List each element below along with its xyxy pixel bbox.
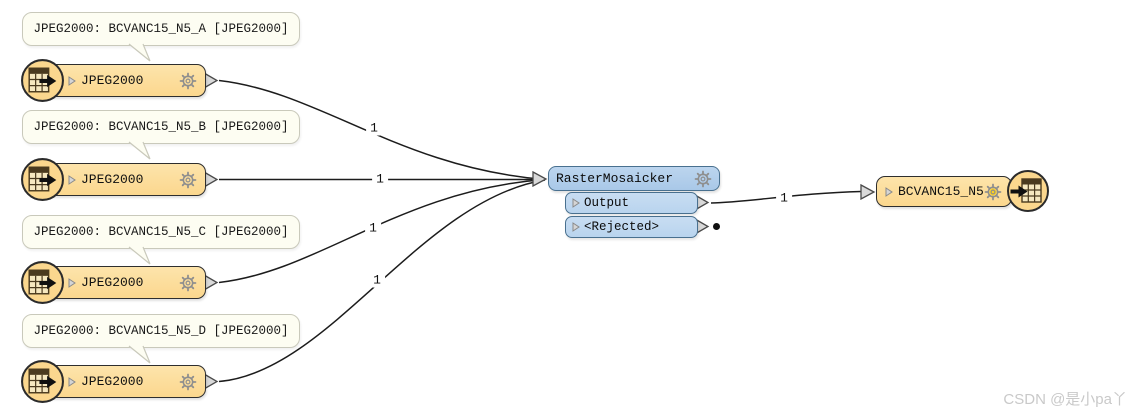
gear-icon[interactable]: [179, 72, 197, 90]
watermark-text: CSDN @是小pa丫: [1003, 391, 1127, 408]
port-arrow-icon: [572, 222, 580, 232]
annotation-text: JPEG2000: BCVANC15_N5_B [JPEG2000]: [33, 120, 289, 134]
feature-count-label: 1: [776, 190, 792, 206]
reader-node[interactable]: JPEG2000: [40, 365, 206, 398]
transformer-port-output[interactable]: Output: [565, 192, 698, 214]
feature-count-label: 1: [372, 171, 388, 187]
gear-icon[interactable]: [179, 373, 197, 391]
annotation-text: JPEG2000: BCVANC15_N5_C [JPEG2000]: [33, 225, 289, 239]
annotation-tail: [128, 246, 151, 265]
port-label: <Rejected>: [584, 220, 660, 234]
feature-count-label: 1: [366, 120, 382, 136]
port-arrow-icon: [885, 187, 893, 197]
port-label: Output: [584, 196, 630, 210]
writer-table-icon[interactable]: [1006, 169, 1050, 213]
reader-table-icon[interactable]: [20, 157, 65, 202]
annotation-bubble[interactable]: JPEG2000: BCVANC15_N5_D [JPEG2000]: [22, 314, 300, 348]
transformer-node[interactable]: RasterMosaicker: [548, 166, 720, 191]
gear-highlight-icon[interactable]: [984, 183, 1002, 201]
port-arrow-icon: [68, 175, 76, 185]
rejected-terminator-dot: [713, 223, 720, 230]
reader-node-label: JPEG2000: [81, 374, 144, 389]
reader-table-icon[interactable]: [20, 260, 65, 305]
port-arrow-icon: [68, 278, 76, 288]
reader-node[interactable]: JPEG2000: [40, 64, 206, 97]
feature-count-label: 1: [365, 220, 381, 236]
annotation-tail: [128, 141, 151, 160]
annotation-bubble[interactable]: JPEG2000: BCVANC15_N5_B [JPEG2000]: [22, 110, 300, 144]
annotation-bubble[interactable]: JPEG2000: BCVANC15_N5_C [JPEG2000]: [22, 215, 300, 249]
annotation-bubble[interactable]: JPEG2000: BCVANC15_N5_A [JPEG2000]: [22, 12, 300, 46]
port-arrow-icon: [572, 198, 580, 208]
reader-table-icon[interactable]: [20, 359, 65, 404]
gear-icon[interactable]: [179, 171, 197, 189]
feature-count-label: 1: [369, 272, 385, 288]
reader-node-label: JPEG2000: [81, 275, 144, 290]
writer-node-label: BCVANC15_N5: [898, 184, 984, 199]
port-arrow-icon: [68, 76, 76, 86]
annotation-tail: [128, 345, 151, 364]
reader-table-icon[interactable]: [20, 58, 65, 103]
port-arrow-icon: [68, 377, 76, 387]
annotation-tail: [128, 43, 151, 62]
annotation-text: JPEG2000: BCVANC15_N5_A [JPEG2000]: [33, 22, 289, 36]
connection-reader-a: [218, 79, 546, 181]
reader-node[interactable]: JPEG2000: [40, 163, 206, 196]
transformer-input-connector-icon[interactable]: [532, 171, 548, 187]
annotation-text: JPEG2000: BCVANC15_N5_D [JPEG2000]: [33, 324, 289, 338]
reader-node-label: JPEG2000: [81, 73, 144, 88]
gear-icon[interactable]: [694, 170, 712, 188]
writer-input-connector-icon[interactable]: [860, 184, 876, 200]
reader-node[interactable]: JPEG2000: [40, 266, 206, 299]
transformer-title: RasterMosaicker: [556, 171, 674, 186]
transformer-port-rejected[interactable]: <Rejected>: [565, 216, 698, 238]
gear-icon[interactable]: [179, 274, 197, 292]
reader-node-label: JPEG2000: [81, 172, 144, 187]
writer-node[interactable]: BCVANC15_N5: [876, 176, 1012, 207]
